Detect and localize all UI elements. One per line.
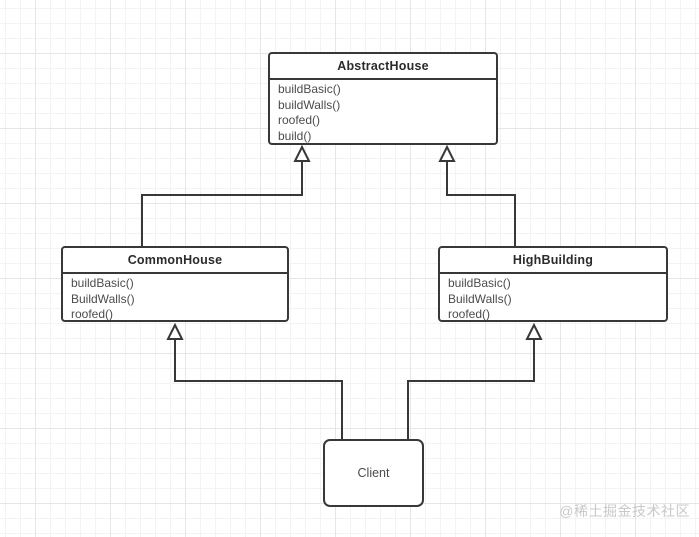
class-abstracthouse: AbstractHouse buildBasic() buildWalls() … — [268, 52, 498, 145]
watermark-text: @稀土掘金技术社区 — [559, 503, 690, 519]
edge-highbuilding-to-abstracthouse — [438, 144, 516, 246]
node-client-label: Client — [357, 466, 390, 480]
edge-line — [407, 339, 535, 439]
edge-line — [174, 339, 343, 439]
method-item: BuildWalls() — [448, 291, 512, 306]
method-item: roofed() — [71, 307, 114, 321]
generalization-arrowhead-icon — [525, 322, 543, 340]
generalization-arrowhead-icon — [293, 144, 311, 162]
edge-line — [446, 161, 516, 246]
method-item: roofed() — [278, 113, 321, 127]
method-item: roofed() — [448, 307, 491, 321]
method-item: buildBasic() — [278, 82, 341, 96]
class-abstracthouse-methods: buildBasic() buildWalls() roofed() build… — [270, 80, 496, 143]
method-item: buildBasic() — [448, 276, 511, 290]
class-commonhouse: CommonHouse buildBasic() BuildWalls() ro… — [61, 246, 289, 322]
edge-client-to-highbuilding — [407, 322, 543, 439]
generalization-arrowhead-icon — [438, 144, 456, 162]
class-commonhouse-methods: buildBasic() BuildWalls() roofed() — [63, 274, 287, 321]
class-highbuilding-methods: buildBasic() BuildWalls() roofed() — [440, 274, 666, 321]
edge-line — [141, 161, 303, 246]
method-item: buildWalls() — [278, 97, 341, 112]
edge-client-to-commonhouse — [166, 322, 343, 439]
method-item: buildBasic() — [71, 276, 134, 290]
class-abstracthouse-title: AbstractHouse — [270, 54, 496, 80]
method-item: build() — [278, 128, 312, 143]
class-commonhouse-title: CommonHouse — [63, 248, 287, 274]
method-item: BuildWalls() — [71, 291, 135, 306]
edge-commonhouse-to-abstracthouse — [141, 144, 311, 246]
class-highbuilding-title: HighBuilding — [440, 248, 666, 274]
class-highbuilding: HighBuilding buildBasic() BuildWalls() r… — [438, 246, 668, 322]
node-client: Client — [323, 439, 424, 507]
generalization-arrowhead-icon — [166, 322, 184, 340]
